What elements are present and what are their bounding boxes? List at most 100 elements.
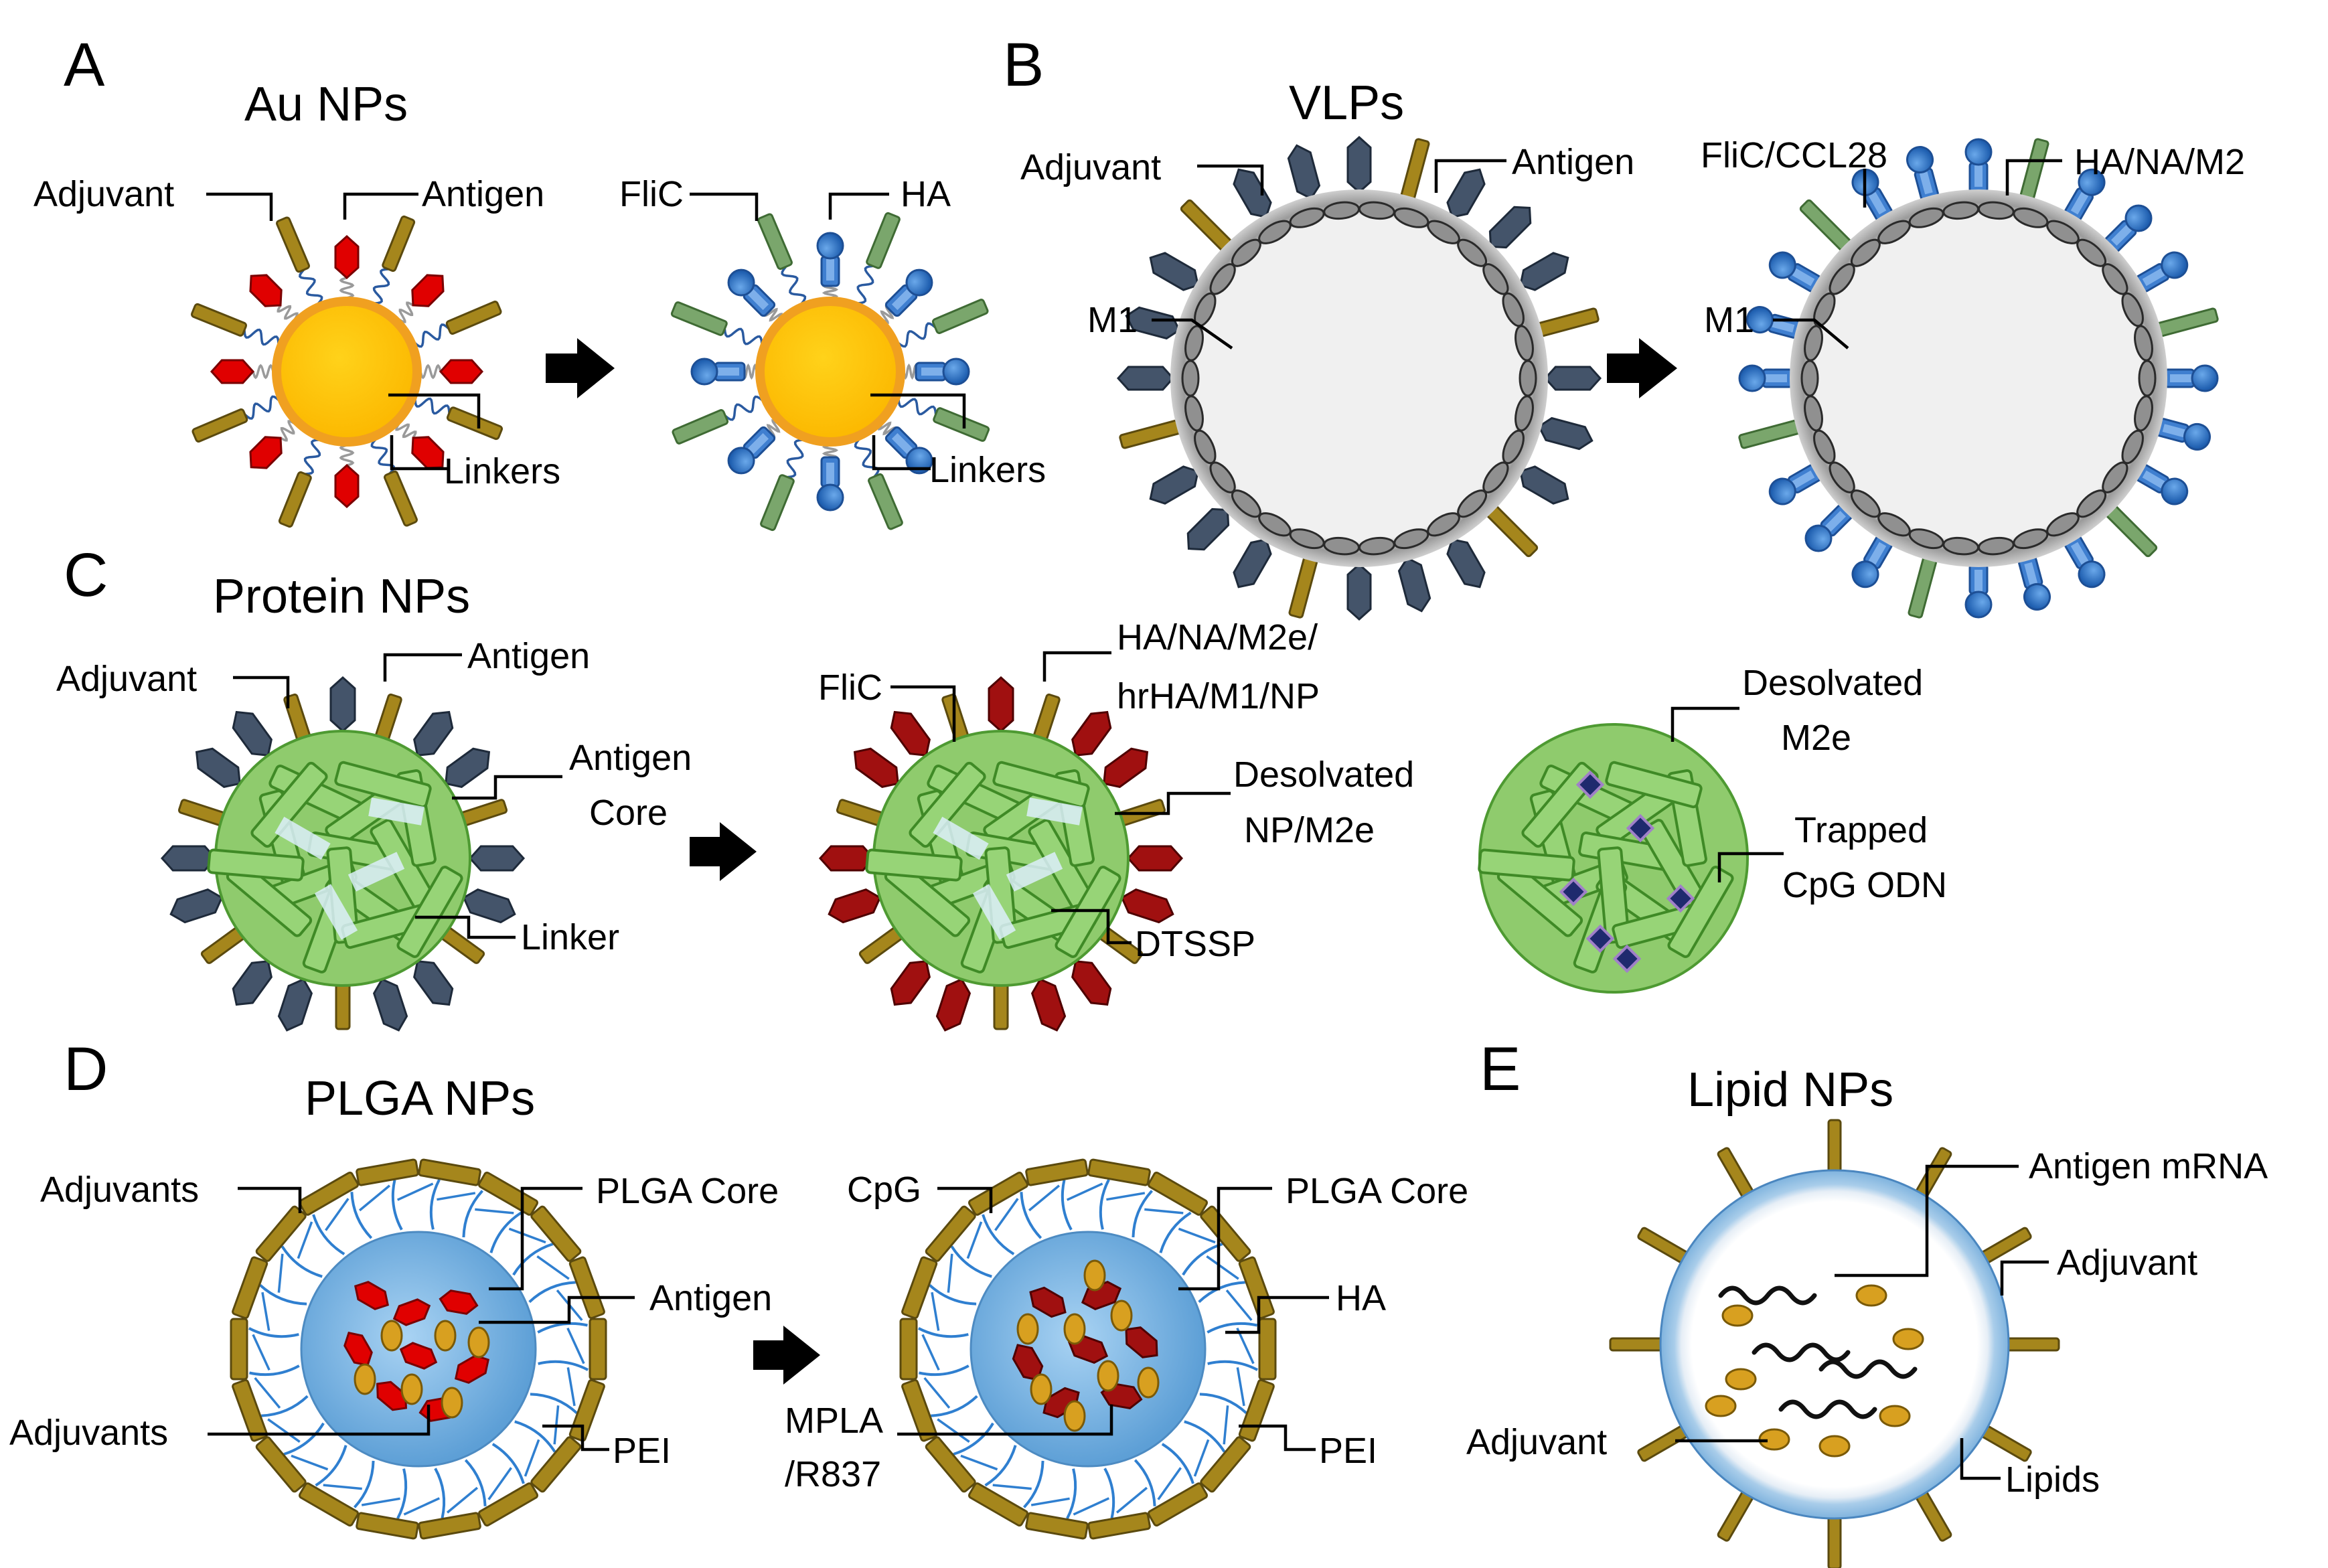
plga-np-before	[230, 1158, 607, 1540]
label-antigen-core-2: Core	[589, 793, 668, 833]
antigen-hexagon-shape	[1488, 206, 1532, 249]
flic-rod	[1908, 556, 1938, 619]
pei-strand	[530, 1393, 578, 1414]
leader-adjuvants-top	[238, 1186, 302, 1213]
antigen-hexagon-shape	[445, 747, 491, 788]
pei-strand	[919, 1364, 969, 1377]
antigen-hexagon	[329, 676, 356, 733]
ha-hexagon-shape	[935, 977, 972, 1032]
pei-strand	[1159, 1211, 1192, 1253]
pei-strand	[512, 1243, 554, 1276]
antigen-hexagon-shape	[1149, 252, 1199, 291]
ha-molecule-stalk-shine	[2070, 542, 2089, 565]
adjuvant-rod-body	[1119, 419, 1182, 449]
antigen-hexagon	[1233, 168, 1272, 218]
leader-linkers-a	[388, 393, 481, 471]
shell-rod	[356, 1158, 419, 1186]
adjuvant-rod	[276, 216, 310, 273]
ha-molecule-stalk-shine	[1974, 165, 1983, 187]
adjuvant-rod-body	[278, 471, 312, 528]
adjuvant-bead	[1030, 1373, 1053, 1405]
ha-molecule-stalk-shine	[1792, 470, 1815, 489]
linker-strand	[786, 439, 804, 479]
label-antigen-mrna: Antigen mRNA	[2029, 1146, 2268, 1186]
ha-molecule-head	[1804, 524, 1833, 552]
ha-molecule	[727, 426, 776, 475]
linker-strand	[414, 323, 450, 348]
ha-molecule-head	[2078, 560, 2106, 589]
pei-branch	[966, 1221, 983, 1259]
panel-c-heading: C Protein NPs	[64, 541, 470, 623]
plga-np-after	[899, 1158, 1277, 1540]
ha-hexagon-shape	[890, 710, 931, 757]
adjuvant-rod	[1827, 1514, 1842, 1568]
linker-strand	[414, 397, 451, 415]
ha-molecule-head	[942, 358, 970, 386]
shell-rod	[230, 1318, 248, 1381]
pei-strand	[514, 1420, 556, 1453]
adjuvant-rod	[2004, 1337, 2060, 1352]
flic-rod-body	[757, 213, 793, 270]
leader-ha-a	[828, 192, 889, 220]
leader-antigen-d	[479, 1296, 635, 1324]
leader-lipids	[1960, 1438, 2001, 1480]
ha-molecule-head	[2161, 477, 2189, 505]
shell-rod	[1147, 1482, 1209, 1527]
pei-branch	[1236, 1367, 1245, 1407]
antigen-hexagon	[1519, 252, 1569, 291]
lipid-np-adjuvant-spikes	[1609, 1119, 2060, 1568]
pei-branch	[1193, 1439, 1210, 1477]
antigen-hexagon	[160, 845, 218, 872]
pei-strand	[931, 1395, 978, 1417]
ha-molecule-stalk-shine	[891, 433, 913, 455]
desolvated-m2e-core	[1478, 723, 1749, 994]
label-desolvated-m2e-1: Desolvated	[1742, 663, 1923, 703]
adjuvant-rod	[384, 470, 418, 527]
pei-branch	[396, 1182, 434, 1201]
linker-strand-grey	[339, 444, 355, 467]
adjuvant-rod-body	[1717, 1147, 1755, 1200]
antigen-hexagon	[195, 747, 241, 788]
ha-molecule-head	[2161, 251, 2189, 279]
pei-strand	[315, 1445, 347, 1487]
pei-branch	[1030, 1497, 1070, 1506]
label-ha-d: HA	[1336, 1278, 1386, 1318]
ha-molecule-head	[1738, 364, 1766, 392]
flic-rod	[760, 474, 795, 532]
panel-letter-d: D	[64, 1035, 108, 1103]
pei-branch	[487, 1467, 512, 1500]
transition-arrow-d	[753, 1326, 820, 1385]
pei-polymer-strands-modified	[917, 1178, 1259, 1520]
label-linker-c: Linker	[521, 917, 619, 957]
panel-b-title: VLPs	[1289, 76, 1404, 130]
cpg-odn-marker	[1575, 770, 1605, 799]
label-m1-b2: M1	[1704, 300, 1754, 340]
pei-branch	[1223, 1405, 1229, 1445]
leader-antigen-c	[383, 653, 462, 682]
label-antigen-c: Antigen	[467, 636, 590, 676]
shell-rod	[1087, 1158, 1151, 1186]
flic-rod-body	[933, 407, 990, 442]
adjuvant-rod-body	[276, 216, 310, 273]
flic-rod-body	[1738, 419, 1801, 449]
label-flic-ccl28: FliC/CCL28	[1701, 135, 1887, 175]
desolvated-m2e-np	[1478, 723, 1749, 994]
antigen-hexagon-shape	[1519, 252, 1569, 291]
leader-antigen-core	[452, 775, 562, 800]
label-pei-2: PEI	[1319, 1431, 1377, 1471]
ha-molecule-stalk-shine	[921, 368, 943, 376]
ha-hexagon	[1103, 747, 1149, 788]
linker-strand-grey	[252, 364, 275, 380]
antigen-hexagon-shape	[1116, 366, 1175, 391]
pei-strand	[353, 1460, 375, 1508]
adjuvant-rod	[1717, 1147, 1755, 1200]
ha-hexagon	[988, 676, 1014, 733]
label-cpg: CpG	[847, 1170, 921, 1210]
linker-strand-grey	[419, 364, 442, 380]
antigen-hexagon-shape	[1149, 465, 1199, 505]
adjuvant-bead	[1725, 1368, 1757, 1391]
ha-molecule-head	[690, 358, 718, 386]
shell-rod	[925, 1205, 976, 1262]
antigen-hexagon-shape	[232, 960, 273, 1006]
label-desolvated-np-1: Desolvated	[1233, 755, 1414, 795]
